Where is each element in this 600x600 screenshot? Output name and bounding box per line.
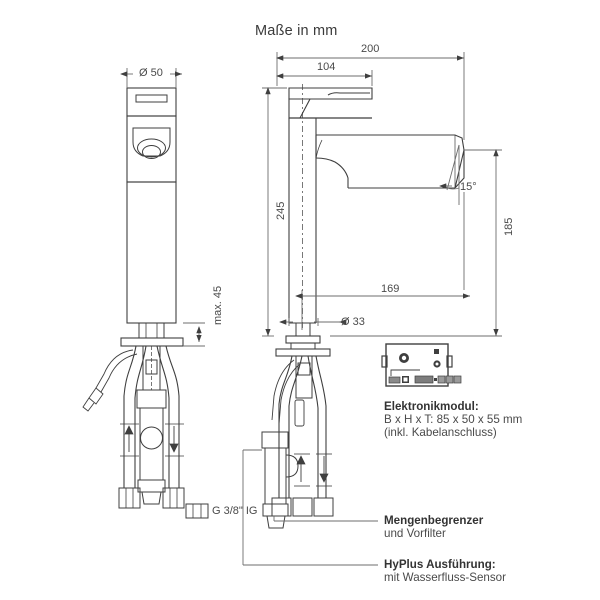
dimension-top-diameter (120, 68, 182, 88)
dimension-label-thread: G 3/8" IG (212, 505, 258, 517)
dimension-label-max-thickness: max. 45 (212, 285, 224, 325)
dimension-handle-width (276, 70, 373, 86)
dimension-total-height (262, 87, 287, 337)
callout-module-title: Elektronikmodul: (384, 400, 479, 413)
callout-leader-lines (242, 449, 378, 566)
callout-hyplus: HyPlus Ausführung: mit Wasserfluss-Senso… (384, 558, 596, 584)
front-view-faucet (82, 87, 209, 519)
dimension-label-overall-width: 200 (361, 43, 380, 55)
callout-flow-limiter: Mengenbegrenzer und Vorfilter (384, 514, 596, 540)
dimension-label-spout-reach: 169 (381, 283, 400, 295)
callout-module-size: B x H x T: 85 x 50 x 55 mm (384, 413, 523, 426)
dimension-spout-angle (439, 144, 460, 205)
dimension-label-spout-angle: 15° (460, 181, 477, 193)
callout-module-note: (inkl. Kabelanschluss) (384, 426, 497, 439)
callout-hyplus-title: HyPlus Ausführung: (384, 558, 496, 571)
dimension-label-spout-height: 185 (503, 217, 515, 236)
dimension-label-handle-width: 104 (317, 61, 336, 73)
dimension-spout-reach (295, 192, 470, 330)
dimension-label-total-height: 245 (275, 201, 287, 220)
callout-hyplus-sub: mit Wasserfluss-Sensor (384, 571, 506, 584)
callout-limiter-title: Mengenbegrenzer (384, 514, 484, 527)
callout-limiter-sub: und Vorfilter (384, 527, 446, 540)
dimension-label-base-diameter: Ø 33 (341, 316, 365, 328)
callout-electronics-module: Elektronikmodul: B x H x T: 85 x 50 x 55… (384, 400, 596, 439)
dimension-max-thickness (183, 322, 205, 347)
side-view-faucet (261, 84, 465, 529)
dimension-overall-width (276, 52, 465, 140)
electronics-module-illustration (381, 343, 462, 387)
dimension-label-top-diameter: Ø 50 (139, 67, 163, 79)
dimension-spout-height (330, 149, 502, 337)
page-title: Maße in mm (255, 23, 338, 39)
dimension-base-diameter (279, 318, 347, 326)
